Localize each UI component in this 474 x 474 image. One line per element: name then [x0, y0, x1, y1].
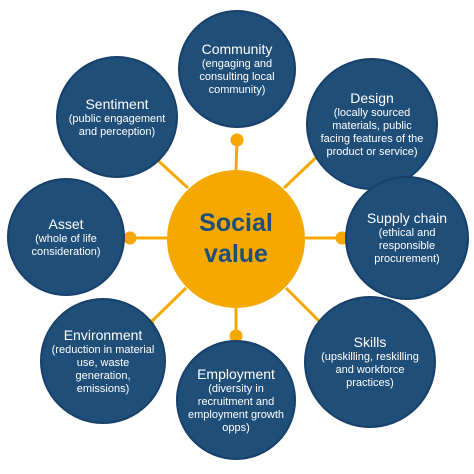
node-description: (engaging and consulting local community…: [199, 58, 275, 96]
node-community: Community (engaging and consulting local…: [178, 10, 296, 128]
node-description: (ethical and responsible procurement): [374, 227, 440, 265]
center-social-value: Social value: [167, 170, 305, 308]
node-sentiment: Sentiment (public engagement and percept…: [56, 56, 178, 178]
node-description: (whole of life consideration): [31, 232, 101, 258]
node-title: Environment: [63, 326, 143, 343]
node-skills: Skills (upskilling, reskilling and workf…: [304, 296, 436, 428]
node-employment: Employment (diversity in recruitment and…: [176, 340, 296, 460]
node-description: (public engagement and perception): [68, 112, 166, 138]
node-title: Community: [201, 41, 273, 57]
node-title: Employment: [197, 365, 275, 382]
node-title: Asset: [48, 215, 84, 232]
connector-environment: [146, 286, 188, 327]
center-line-2: value: [204, 240, 268, 268]
node-description: (diversity in recruitment and employment…: [188, 382, 284, 434]
node-description: (upskilling, reskilling and workforce pr…: [321, 351, 419, 389]
node-supply-chain: Supply chain (ethical and responsible pr…: [345, 176, 469, 300]
node-description: (locally sourced materials, public facin…: [320, 106, 424, 158]
node-title: Sentiment: [85, 95, 149, 112]
center-line-1: Social: [199, 209, 273, 237]
node-title: Design: [350, 89, 394, 106]
node-design: Design (locally sourced materials, publi…: [306, 58, 438, 190]
node-title: Supply chain: [366, 210, 448, 226]
node-asset: Asset (whole of life consideration): [7, 178, 125, 296]
connector-dot-asset: [123, 231, 137, 245]
node-title: Skills: [353, 334, 387, 350]
node-description: (reduction in material use, waste genera…: [51, 343, 155, 395]
connector-dot-community: [230, 133, 244, 147]
node-environment: Environment (reduction in material use, …: [40, 298, 166, 424]
